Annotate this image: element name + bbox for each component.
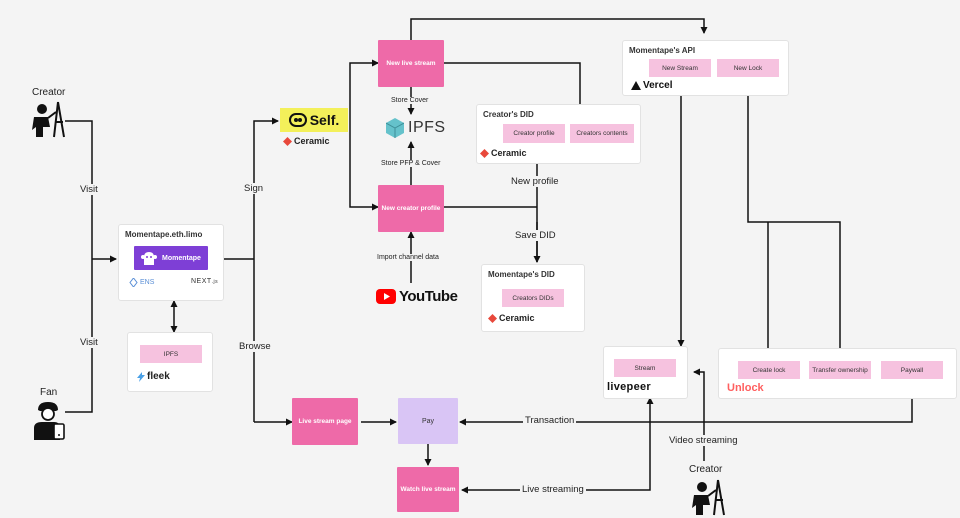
- creators-dids-chip: Creators DIDs: [502, 289, 564, 307]
- youtube-text: YouTube: [399, 288, 458, 305]
- ceramic-icon: [283, 136, 292, 146]
- api-new-stream-chip: New Stream: [649, 59, 711, 77]
- ens-icon: [129, 278, 138, 287]
- edge-label-store-cover: Store Cover: [389, 97, 431, 104]
- actor-creator-label: Creator: [32, 87, 66, 98]
- momentape-api-card: Momentape's API New Stream New Lock Verc…: [622, 40, 789, 96]
- fleek-bolt-icon: [137, 371, 145, 382]
- next-label: NEXT: [191, 278, 212, 285]
- edge-label-save-did: Save DID: [513, 230, 558, 241]
- edge-label-new-profile: New profile: [509, 176, 561, 187]
- fleek-ipfs-chip: IPFS: [140, 345, 202, 363]
- fan-phone-user-icon: [34, 402, 65, 440]
- momentape-did-title: Momentape's DID: [488, 270, 555, 279]
- creators-did-title: Creator's DID: [483, 110, 534, 119]
- pay-node[interactable]: Pay: [398, 398, 458, 444]
- edge-label-import-channel: Import channel data: [375, 254, 441, 261]
- edge-label-visit-bottom: Visit: [78, 337, 100, 348]
- actor-creator-bottom-label: Creator: [689, 464, 723, 475]
- ceramic-text: Ceramic: [499, 313, 535, 323]
- ceramic-icon: [488, 313, 497, 323]
- edge-label-transaction: Transaction: [523, 415, 577, 426]
- youtube-logo: YouTube: [376, 288, 458, 305]
- unlock-brand: Unlock: [727, 382, 764, 394]
- edge-label-visit-top: Visit: [78, 184, 100, 195]
- ipfs-logo: IPFS: [386, 118, 446, 138]
- unlock-paywall-chip: Paywall: [881, 361, 943, 379]
- momentape-did-card: Momentape's DID Creators DIDs Ceramic: [481, 264, 585, 332]
- momentape-site-card: Momentape.eth.limo Momentape ENS NEXT.js: [118, 224, 224, 301]
- ape-icon: [141, 252, 158, 265]
- momentape-site-title: Momentape.eth.limo: [125, 230, 203, 239]
- livepeer-brand: livepeer: [607, 381, 651, 393]
- creators-did-card: Creator's DID Creator profile Creators c…: [476, 104, 641, 164]
- creator-painter-icon: [32, 101, 65, 138]
- ens-label: ENS: [140, 279, 155, 286]
- momentape-app-label: Momentape: [162, 254, 201, 262]
- edge-label-video-streaming: Video streaming: [667, 435, 740, 446]
- unlock-card: Create lock Transfer ownership Paywall U…: [718, 348, 957, 399]
- fleek-brand: fleek: [147, 371, 170, 382]
- creators-contents-chip: Creators contents: [570, 124, 634, 143]
- self-id-logo: Self.: [280, 108, 348, 132]
- edge-label-store-pfp: Store PFP & Cover: [379, 160, 443, 167]
- ens-logo: ENS: [129, 278, 154, 287]
- vercel-triangle-icon: [631, 81, 641, 90]
- ceramic-icon: [480, 148, 489, 158]
- self-id-icon: [288, 113, 307, 127]
- momentape-api-title: Momentape's API: [629, 46, 696, 55]
- youtube-play-icon: [376, 289, 396, 304]
- creator-painter-icon-bottom: [692, 479, 725, 516]
- nextjs-logo: NEXT.js: [191, 278, 218, 285]
- edge-label-sign: Sign: [242, 183, 266, 194]
- new-live-stream-node[interactable]: New live stream: [378, 40, 444, 87]
- edge-label-live-streaming: Live streaming: [520, 484, 586, 495]
- ipfs-text: IPFS: [408, 119, 446, 136]
- live-stream-page-node[interactable]: Live stream page: [292, 398, 358, 445]
- fleek-logo: fleek: [137, 371, 170, 382]
- ipfs-cube-icon: [386, 118, 404, 138]
- ceramic-logo-creators-did: Ceramic: [480, 148, 527, 158]
- vercel-logo: Vercel: [631, 80, 672, 91]
- vercel-text: Vercel: [643, 80, 673, 91]
- self-id-text: Self.: [309, 112, 340, 128]
- new-creator-profile-node[interactable]: New creator profile: [378, 185, 444, 232]
- unlock-transfer-ownership-chip: Transfer ownership: [809, 361, 871, 379]
- ceramic-logo-self: Ceramic: [283, 136, 330, 146]
- api-new-lock-chip: New Lock: [717, 59, 779, 77]
- watch-live-stream-node[interactable]: Watch live stream: [397, 467, 459, 512]
- momentape-app-button[interactable]: Momentape: [134, 246, 208, 270]
- ceramic-text: Ceramic: [491, 148, 527, 158]
- livepeer-card: Stream livepeer: [603, 346, 688, 399]
- creator-profile-chip: Creator profile: [503, 124, 565, 143]
- livepeer-stream-chip: Stream: [614, 359, 676, 377]
- actor-fan-label: Fan: [40, 387, 58, 398]
- ceramic-text: Ceramic: [294, 136, 330, 146]
- next-suffix: .js: [211, 279, 219, 285]
- fleek-card: IPFS fleek: [127, 332, 213, 392]
- unlock-create-lock-chip: Create lock: [738, 361, 800, 379]
- edge-label-browse: Browse: [237, 341, 273, 352]
- ceramic-logo-momentape-did: Ceramic: [488, 313, 535, 323]
